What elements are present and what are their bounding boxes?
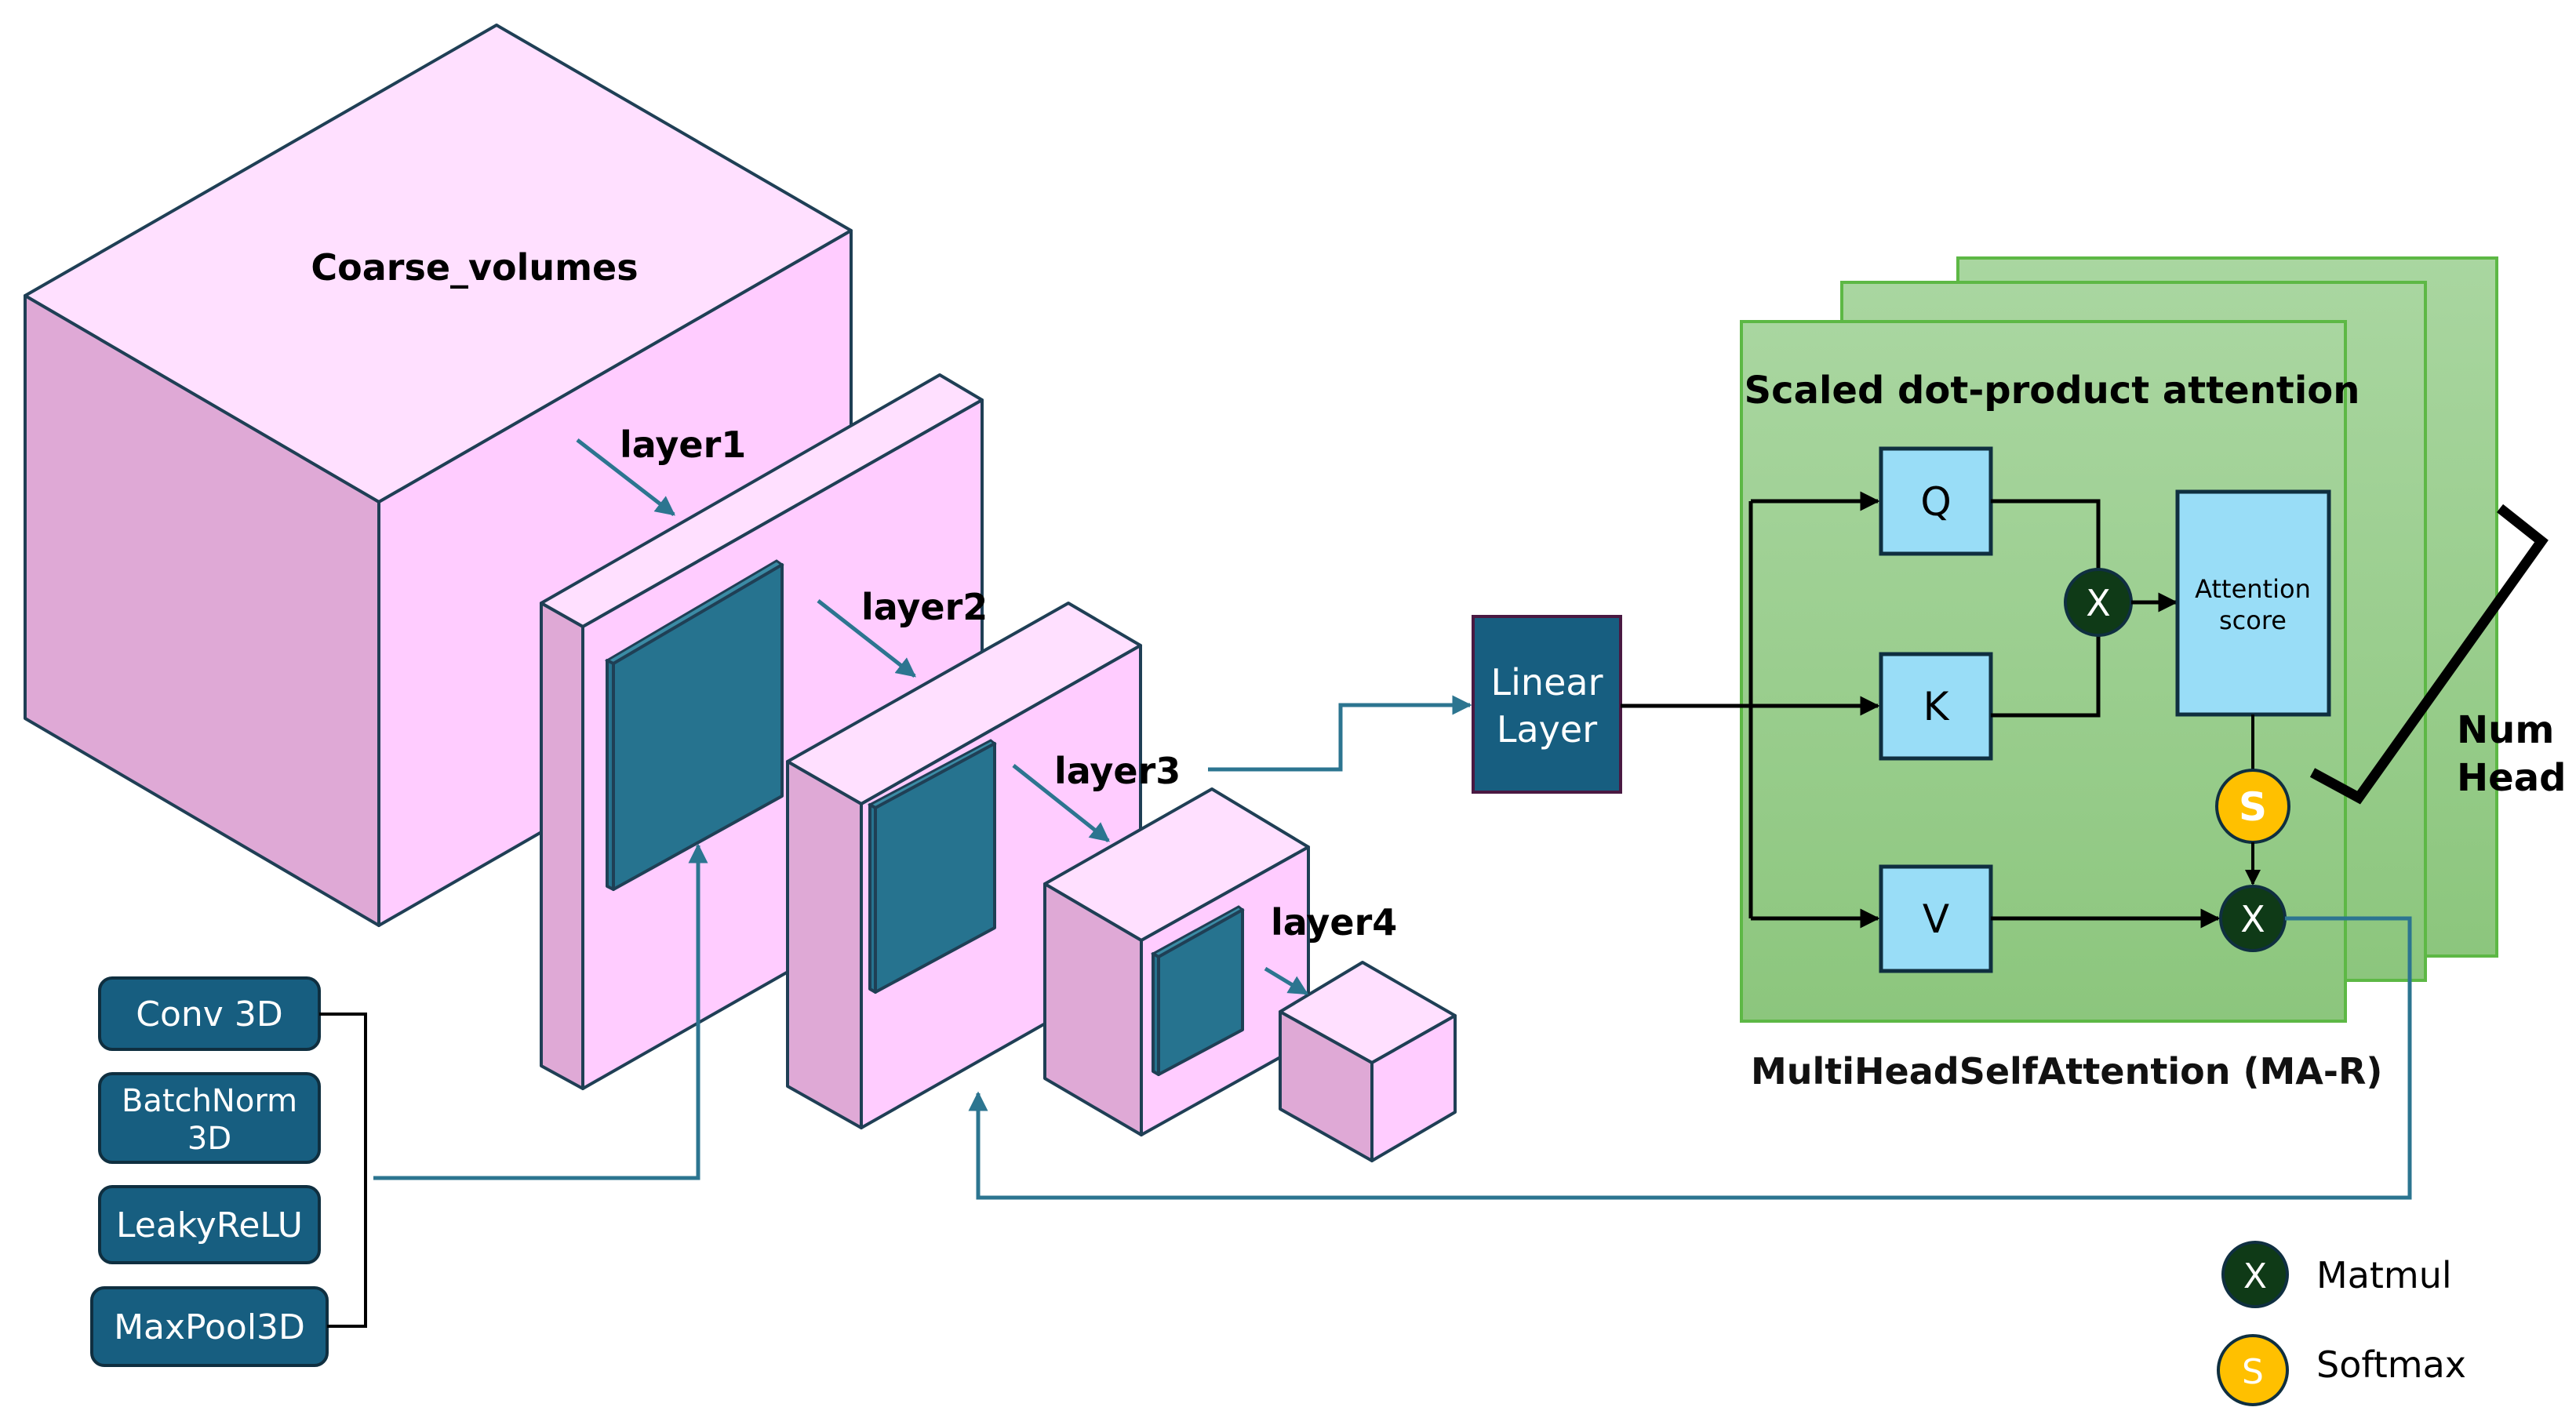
mhsa-caption: MultiHeadSelfAttention (MA-R) <box>1751 1050 2382 1093</box>
conv-block-bracket <box>319 1013 367 1328</box>
layer2-arrow <box>817 599 916 678</box>
layer1-label: layer1 <box>620 424 746 466</box>
layer3-to-linear-connector <box>1208 695 1472 772</box>
linear-layer: Linear Layer <box>1472 615 1622 794</box>
attention-title: Scaled dot-product attention <box>1745 369 2360 413</box>
leakyrelu-block <box>98 1185 321 1264</box>
conv-block-stack: Conv 3D BatchNorm 3D LeakyReLU MaxPool3D <box>90 976 367 1367</box>
conv3d-label: Conv 3D <box>136 994 282 1034</box>
layer2-kernel-side <box>868 803 877 994</box>
layer3-kernel-side <box>1152 952 1160 1076</box>
legend-softmax-symbol: S <box>2242 1352 2264 1392</box>
q-label: Q <box>1920 479 1951 525</box>
linear-layer-label-line2: Layer <box>1497 708 1597 751</box>
num-head-label-line2: Head <box>2457 756 2566 800</box>
layer1-volume <box>540 373 984 1090</box>
maxpool3d-label: MaxPool3D <box>114 1307 305 1347</box>
v-box <box>1879 864 1993 973</box>
leakyrelu-label: LeakyReLU <box>116 1205 303 1245</box>
batchnorm3d-label-line2: 3D <box>187 1121 231 1157</box>
layer3-volume <box>1043 787 1310 1136</box>
layer4-volume <box>1279 961 1457 1162</box>
matmul-node-qk-symbol: X <box>2086 582 2111 624</box>
layer1-arrow <box>576 438 675 516</box>
attention-score-box <box>2175 489 2331 717</box>
layer4-label: layer4 <box>1271 901 1397 944</box>
v-label: V <box>1923 896 1949 942</box>
matmul-icon <box>2221 1241 2289 1308</box>
linear-layer-label-line1: Linear <box>1491 661 1603 704</box>
batchnorm3d-label-line1: BatchNorm <box>122 1083 297 1119</box>
layer4-arrow <box>1264 966 1309 996</box>
q-box <box>1879 446 1993 556</box>
attention-feedback-connector <box>968 916 2412 1200</box>
linear-layer-box <box>1472 615 1622 794</box>
q-to-matmul-line <box>1991 499 2101 569</box>
layer3-arrow <box>1012 764 1110 842</box>
legend-softmax-label: Softmax <box>2316 1343 2466 1386</box>
layer1-kernel-side <box>606 659 615 891</box>
legend-matmul-label: Matmul <box>2316 1254 2452 1296</box>
layer1-left-face <box>540 602 584 1090</box>
k-to-matmul-line <box>1991 635 2101 718</box>
attention-score-label-line2: score <box>2219 605 2287 635</box>
layer4-front-face <box>1370 1014 1457 1162</box>
layer2-label: layer2 <box>861 586 988 628</box>
k-box <box>1879 652 1993 761</box>
num-head-label-line1: Num <box>2457 708 2554 752</box>
attention-score-label-line1: Attention <box>2195 574 2311 604</box>
k-label: K <box>1923 684 1950 729</box>
conv-to-layer1-connector <box>373 843 708 1180</box>
legend: X Matmul S Softmax <box>2217 1241 2466 1406</box>
num-head-bracket-icon <box>2309 504 2549 805</box>
softmax-icon <box>2217 1334 2289 1406</box>
legend-matmul-symbol: X <box>2243 1256 2267 1296</box>
layer3-label: layer3 <box>1054 750 1181 792</box>
softmax-node-symbol: S <box>2239 784 2267 830</box>
matmul-node-v-symbol: X <box>2240 898 2265 940</box>
layer2-left-face <box>786 760 863 1129</box>
batchnorm3d-block <box>98 1072 321 1164</box>
coarse-volumes-label: Coarse_volumes <box>311 246 638 289</box>
